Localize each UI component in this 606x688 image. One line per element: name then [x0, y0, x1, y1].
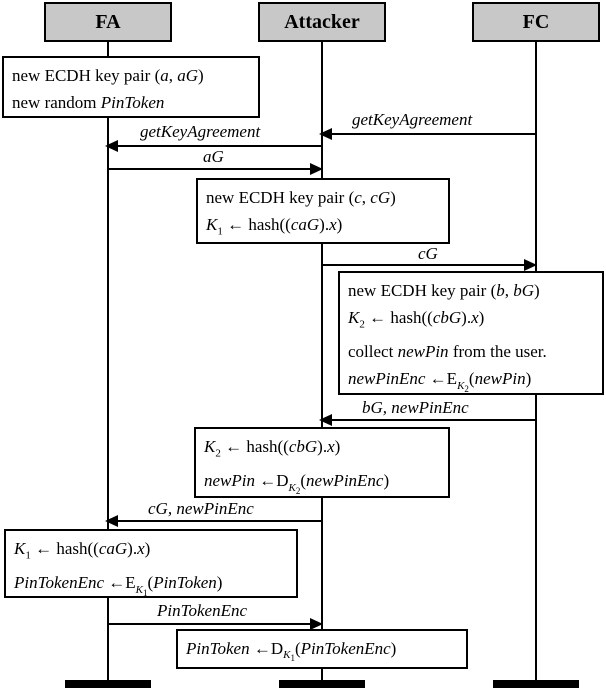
msg-bg-newpinenc-label: bG, newPinEnc [362, 398, 469, 417]
msg-pintokenenc-label: PinTokenEnc [157, 601, 248, 620]
msg-cg-label: cG [418, 244, 438, 263]
participant-fa: FA [44, 2, 172, 42]
attacker-decrypt-pin-line-1: K2 ← hash((cbG).x) [204, 437, 341, 460]
attacker-decrypt-token-line-1: PinToken ←DK1(PinTokenEnc) [186, 639, 397, 664]
fa-encrypt-token-box: K1 ← hash((caG).x) PinTokenEnc ←EK1(PinT… [4, 529, 298, 598]
msg-getkeyagreement-fc-label: getKeyAgreement [352, 110, 473, 129]
msg-getkeyagreement-fc-arrow [319, 128, 535, 140]
msg-cg-arrow [321, 259, 537, 271]
msg-getkeyagreement-att-label: getKeyAgreement [140, 122, 261, 141]
attacker-decrypt-pin-line-2: newPin ←DK2(newPinEnc) [204, 471, 390, 496]
msg-getkeyagreement-att-arrow [105, 140, 321, 152]
attacker-keygen-line-2: K1 ← hash((caG).x) [206, 215, 343, 238]
attacker-keygen-line-1: new ECDH key pair (c, cG) [206, 188, 396, 207]
fc-keygen-line-4: newPinEnc ←EK2(newPin) [348, 369, 532, 394]
msg-ag-arrow [107, 163, 323, 175]
msg-pintokenenc-arrow [107, 618, 323, 630]
participant-attacker: Attacker [258, 2, 386, 42]
msg-cg-newpinenc-label: cG, newPinEnc [148, 499, 254, 518]
lifeline-end-fa [65, 680, 151, 688]
fa-encrypt-token-line-2: PinTokenEnc ←EK1(PinToken) [14, 573, 223, 598]
fa-keygen-box: new ECDH key pair (a, aG) new random Pin… [2, 56, 260, 118]
msg-cg-newpinenc-arrow [105, 515, 321, 527]
lifeline-end-attacker [279, 680, 365, 688]
attacker-keygen-box: new ECDH key pair (c, cG) K1 ← hash((caG… [196, 178, 450, 244]
lifeline-fa [107, 42, 109, 680]
participant-fc: FC [472, 2, 600, 42]
fa-keygen-line-2: new random PinToken [12, 93, 165, 112]
fc-keygen-line-1: new ECDH key pair (b, bG) [348, 281, 540, 300]
lifeline-attacker [321, 42, 323, 680]
lifeline-end-fc [493, 680, 579, 688]
fa-keygen-line-1: new ECDH key pair (a, aG) [12, 66, 204, 85]
attacker-decrypt-token-box: PinToken ←DK1(PinTokenEnc) [176, 629, 468, 669]
msg-ag-label: aG [203, 147, 224, 166]
attacker-decrypt-pin-box: K2 ← hash((cbG).x) newPin ←DK2(newPinEnc… [194, 427, 450, 498]
msg-bg-newpinenc-arrow [319, 414, 535, 426]
fa-encrypt-token-line-1: K1 ← hash((caG).x) [14, 539, 151, 562]
fc-keygen-line-2: K2 ← hash((cbG).x) [348, 308, 485, 331]
fc-keygen-box: new ECDH key pair (b, bG) K2 ← hash((cbG… [338, 271, 604, 395]
fc-keygen-line-3: collect newPin from the user. [348, 342, 547, 362]
